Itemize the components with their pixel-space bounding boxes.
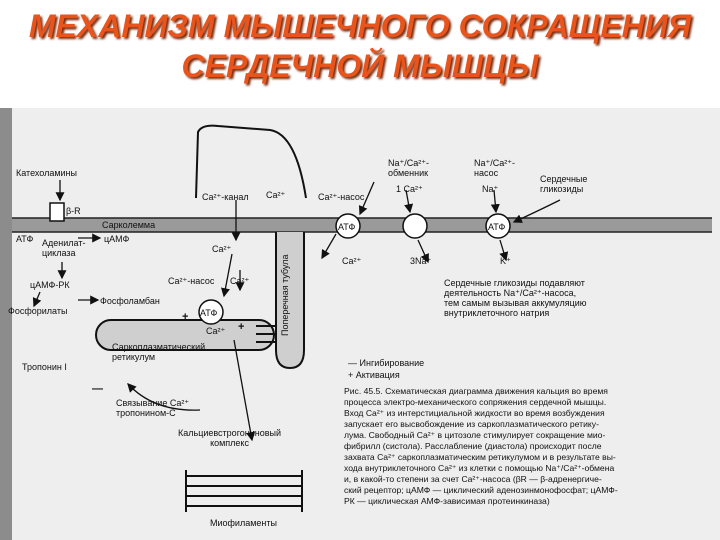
label-catecholamines: Катехоламины — [16, 168, 77, 178]
title-line-2: СЕРДЕЧНОЙ МЫШЦЫ — [181, 48, 539, 84]
label-atf-pump: АТФ — [338, 222, 356, 232]
label-atf-left: АТФ — [16, 234, 34, 244]
atf-pump-na — [485, 213, 511, 239]
legend-inhibition: — Ингибирование — [348, 358, 425, 368]
label-na-ca-pump: Na⁺/Ca²⁺- насос — [474, 158, 516, 178]
label-ca-channel: Ca²⁺-канал — [202, 192, 249, 202]
plus-sign: + — [238, 321, 245, 333]
label-glycosides: Сердечные гликозиды — [540, 174, 588, 194]
label-three-na: 3Na⁺ — [410, 256, 432, 266]
label-ca-pump: Ca²⁺-насос — [318, 192, 365, 202]
t-tubule — [275, 232, 305, 370]
minus-sign: — — [92, 383, 103, 395]
beta-receptor — [49, 202, 65, 222]
caption-line: Вход Ca²⁺ из интерстициальной жидкости в… — [344, 408, 605, 418]
caption-line: запускает его высвобождение из саркоплаз… — [344, 419, 599, 429]
caption-line: процесса электро-механического сопряжени… — [344, 397, 607, 407]
flow-arrows — [32, 180, 561, 442]
caption-line: и, в какой-то степени за счет Ca²⁺-насос… — [344, 474, 602, 484]
label-phosphorylates: Фосфорилаты — [8, 306, 68, 316]
legend-activation: + Активация — [348, 370, 400, 380]
label-k-plus: K⁺ — [500, 256, 511, 266]
caption-line: фибрилл (систола). Расслабление (диастол… — [344, 441, 602, 451]
caption-line: ский рецептор; цАМФ — циклический аденоз… — [344, 485, 618, 495]
label-ca-out: Ca²⁺ — [342, 256, 362, 266]
label-sarcolemma: Сарколемма — [102, 220, 156, 230]
label-troponin: Тропонин I — [22, 362, 67, 372]
caption-line: РК — циклическая АМФ-зависимая протеинки… — [344, 496, 550, 506]
label-camp-pk: цАМФ-РК — [30, 280, 70, 290]
action-potential-curve — [195, 124, 307, 199]
myofilaments-bundle — [185, 470, 303, 512]
label-ca-mid: Ca²⁺ — [212, 244, 232, 254]
title-line-1: МЕХАНИЗМ МЫШЕЧНОГО СОКРАЩЕНИЯ — [28, 8, 692, 44]
sarcolemma-band — [12, 218, 712, 232]
label-na-plus: Na⁺ — [482, 184, 499, 194]
label-exchanger: Na⁺/Ca²⁺- обменник — [388, 158, 430, 178]
atf-pump-sarcolemma — [335, 213, 361, 239]
exchanger-circle — [402, 213, 428, 239]
label-beta-r: β-R — [66, 206, 81, 216]
label-one-ca: 1 Ca²⁺ — [396, 184, 423, 194]
label-ca-pump-sr: Ca²⁺-насос — [168, 276, 215, 286]
label-adenylate: Аденилат- — [42, 238, 86, 248]
label-phospholamban: Фосфоламбан — [100, 296, 160, 306]
label-binding: Связывание Ca²⁺ тропонином-С — [116, 398, 190, 418]
label-ca-sr: Ca²⁺ — [206, 326, 226, 336]
label-ca-right: Ca²⁺ — [230, 276, 250, 286]
scan-edge — [0, 108, 12, 540]
plus-sign: + — [182, 311, 189, 323]
caption-line: захвата Ca²⁺ саркоплазматическим ретикул… — [344, 452, 616, 462]
label-atf-na: АТФ — [488, 222, 506, 232]
glycoside-note: Сердечные гликозиды подавляют деятельнос… — [444, 278, 587, 318]
caption-line: лума. Свободный Ca²⁺ в цитозоле стимулир… — [344, 430, 606, 440]
label-cyclase: циклаза — [42, 248, 76, 258]
caption-line: хода внутриклеточного Ca²⁺ из клетки с п… — [344, 463, 615, 473]
label-atf-sr: АТФ — [200, 308, 218, 318]
label-ca-top: Ca²⁺ — [266, 190, 286, 200]
label-sr: Саркоплазматический ретикулум — [112, 342, 206, 362]
atf-pump-sr — [198, 299, 224, 325]
label-camp: цАМФ — [104, 234, 130, 244]
label-calsequestrin: Кальциевстрогониновый комплекс — [178, 428, 282, 448]
caption-line: Рис. 45.5. Схематическая диаграмма движе… — [344, 386, 608, 396]
label-myofilaments: Миофиламенты — [210, 518, 277, 528]
label-t-tubule: Поперечная тубула — [280, 254, 290, 336]
